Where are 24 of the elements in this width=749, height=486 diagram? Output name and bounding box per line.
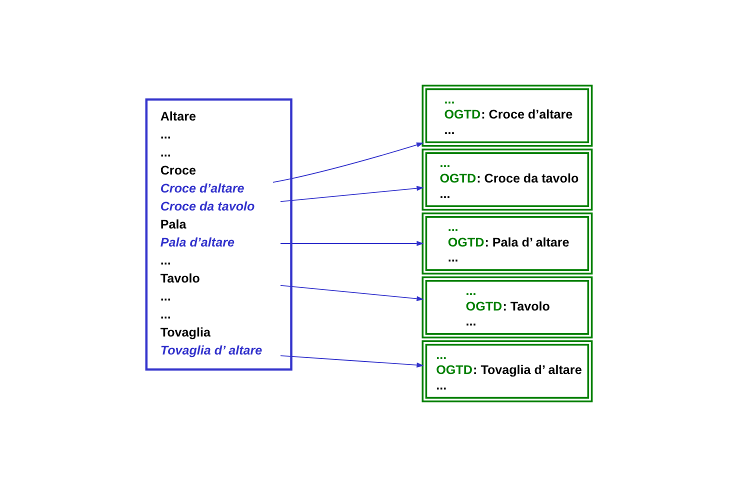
node-text: Pala: [160, 216, 186, 231]
node-text: ...: [160, 288, 171, 303]
node-text: Altare: [160, 108, 196, 123]
node-text: ...: [160, 144, 171, 159]
node-text: Croce d’altare: [160, 180, 244, 195]
cluster: [145, 98, 292, 370]
node-box: ... OGTD: Croce da tavolo ...: [422, 148, 593, 210]
node-box: ... OGTD: Tovaglia d’ altare ...: [422, 340, 593, 402]
node-text: Croce: [160, 162, 196, 177]
arrow: [280, 240, 424, 246]
node-text: ...: [160, 126, 171, 141]
node-box: ... OGTD: Tavolo ...: [422, 276, 593, 338]
node-text: ...: [160, 306, 171, 321]
node-text: Tovaglia: [160, 324, 210, 339]
node-text: Tavolo: [160, 270, 200, 285]
node-box: ... OGTD: Pala d’ altare ...: [422, 212, 593, 274]
node-text: Pala d’altare: [160, 234, 234, 249]
arrow: [272, 142, 424, 182]
node-text: Croce da tavolo: [160, 198, 255, 213]
node-box: ... OGTD: Croce d’altare ...: [422, 84, 593, 146]
arrow: [280, 185, 424, 202]
node-text: Tovaglia d’ altare: [160, 342, 262, 357]
node-text: ...: [160, 252, 171, 267]
arrow: [280, 354, 424, 368]
